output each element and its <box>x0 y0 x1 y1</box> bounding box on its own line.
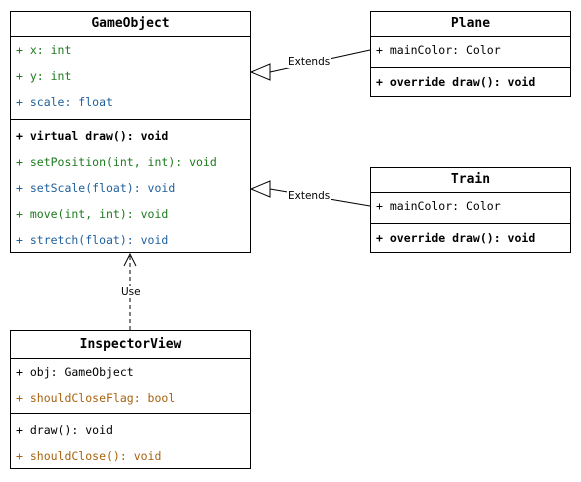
method-setposition: + setPosition(int, int): void <box>16 155 217 169</box>
train-attributes: + mainColor: Color <box>371 193 570 224</box>
train-class[interactable]: Train + mainColor: Color + override draw… <box>370 167 571 253</box>
plane-methods: + override draw(): void <box>371 68 570 96</box>
attribute-scale: + scale: float <box>16 95 113 109</box>
plane-attributes: + mainColor: Color <box>371 37 570 68</box>
method-move: + move(int, int): void <box>16 207 169 221</box>
inspectorview-class-name: InspectorView <box>11 331 250 359</box>
train-attribute-maincolor: + mainColor: Color <box>376 199 501 213</box>
gameobject-class-name: GameObject <box>11 12 250 37</box>
use-dependency-arrowhead <box>123 252 137 267</box>
plane-extends-arrowhead <box>249 63 271 81</box>
train-methods: + override draw(): void <box>371 224 570 252</box>
attribute-x: + x: int <box>16 43 72 57</box>
plane-class[interactable]: Plane + mainColor: Color + override draw… <box>370 11 571 97</box>
gameobject-methods: + virtual draw(): void + setPosition(int… <box>11 120 250 253</box>
attribute-obj: + obj: GameObject <box>16 365 134 379</box>
inspectorview-methods: + draw(): void + shouldClose(): void <box>11 414 250 469</box>
plane-attribute-maincolor: + mainColor: Color <box>376 43 501 57</box>
plane-extends-label: Extends <box>287 56 332 68</box>
method-inspector-draw: + draw(): void <box>16 423 113 437</box>
inspectorview-class[interactable]: InspectorView + obj: GameObject + should… <box>10 330 251 469</box>
use-label: Use <box>120 286 142 298</box>
attribute-shouldcloseflag: + shouldCloseFlag: bool <box>16 391 176 405</box>
train-method-draw: + override draw(): void <box>376 231 536 245</box>
method-stretch: + stretch(float): void <box>16 233 169 247</box>
method-draw: + virtual draw(): void <box>16 129 169 143</box>
gameobject-attributes: + x: int + y: int + scale: float <box>11 37 250 120</box>
train-class-name: Train <box>371 168 570 193</box>
plane-class-name: Plane <box>371 12 570 37</box>
method-shouldclose: + shouldClose(): void <box>16 449 162 463</box>
gameobject-class[interactable]: GameObject + x: int + y: int + scale: fl… <box>10 11 251 253</box>
method-setscale: + setScale(float): void <box>16 181 176 195</box>
train-extends-arrowhead <box>249 180 271 198</box>
attribute-y: + y: int <box>16 69 72 83</box>
plane-method-draw: + override draw(): void <box>376 75 536 89</box>
train-extends-label: Extends <box>287 190 332 202</box>
inspectorview-attributes: + obj: GameObject + shouldCloseFlag: boo… <box>11 359 250 414</box>
